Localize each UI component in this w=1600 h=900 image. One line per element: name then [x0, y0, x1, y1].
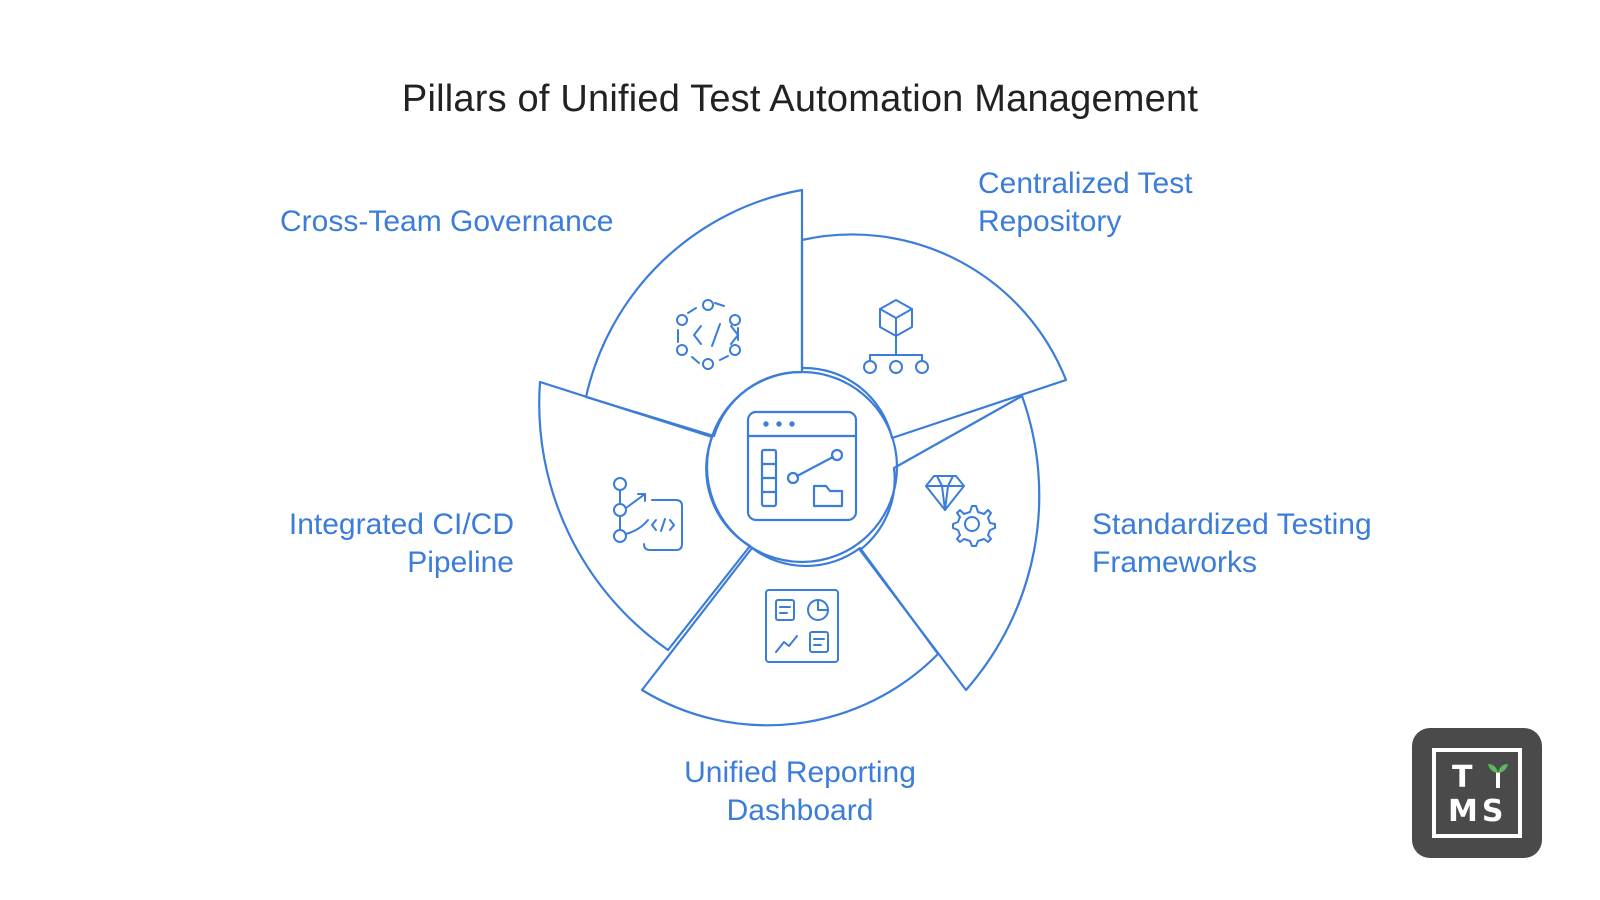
segment-repository — [800, 233, 1068, 440]
label-line: Frameworks — [1092, 546, 1258, 579]
label-line: Integrated CI/CD — [288, 508, 514, 541]
label-line: Cross-Team Governance — [280, 205, 614, 238]
logo-frame: T MS — [1432, 748, 1522, 838]
label-line: Pipeline — [407, 546, 514, 579]
page-title: Pillars of Unified Test Automation Manag… — [401, 78, 1199, 120]
segment-reporting — [640, 546, 940, 727]
label-reporting: Unified Reporting Dashboard — [600, 754, 1000, 830]
label-line: Standardized Testing — [1092, 508, 1372, 541]
cube-hierarchy-icon — [863, 299, 929, 374]
dashboard-window-icon — [746, 410, 858, 522]
label-line: Unified Reporting — [684, 756, 916, 789]
label-frameworks: Standardized Testing Frameworks — [1092, 506, 1372, 582]
segment-frameworks — [858, 394, 1041, 692]
label-line: Centralized Test — [978, 167, 1193, 200]
label-repository: Centralized Test Repository — [978, 165, 1193, 241]
label-governance: Cross-Team Governance — [280, 203, 613, 241]
report-dashboard-icon — [765, 589, 839, 663]
logo-text-top: T — [1452, 760, 1473, 795]
sprout-icon — [1488, 764, 1508, 788]
segment-governance — [584, 188, 804, 438]
label-line: Repository — [978, 205, 1122, 238]
logo-text-bottom: MS — [1448, 794, 1508, 829]
code-network-icon — [676, 299, 741, 370]
label-cicd: Integrated CI/CD Pipeline — [200, 506, 514, 582]
tms-logo: T MS — [1412, 728, 1542, 858]
center-circle — [705, 370, 899, 564]
gem-gear-icon — [925, 475, 996, 547]
label-line: Dashboard — [726, 794, 874, 827]
pipeline-code-icon — [613, 477, 683, 551]
